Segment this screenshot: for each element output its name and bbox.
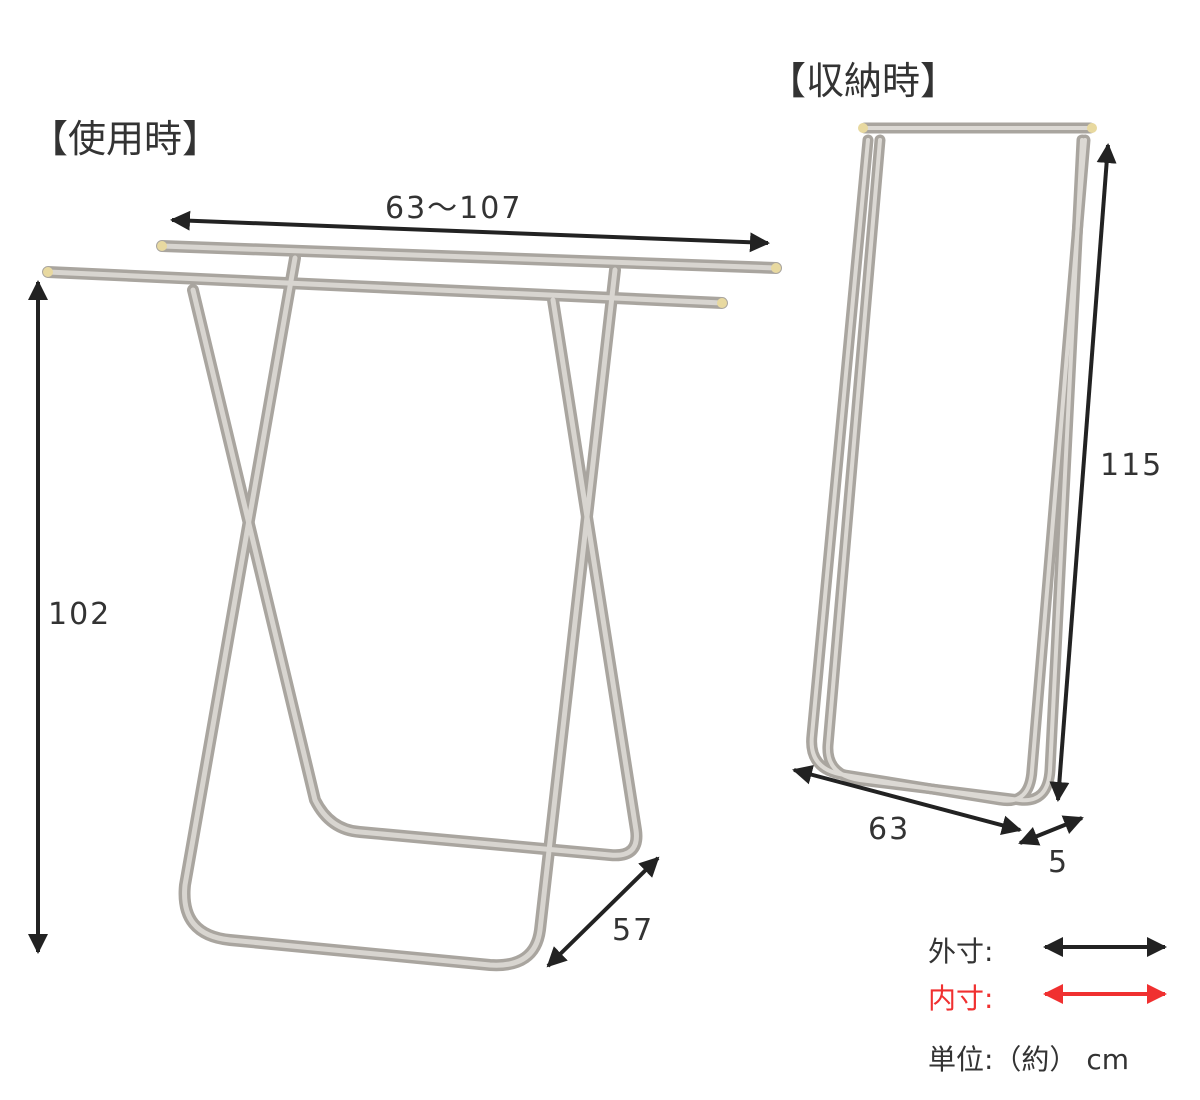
stored-width-arrow — [792, 764, 1022, 836]
end-cap — [858, 123, 868, 133]
height-label: 102 — [48, 597, 112, 632]
unit-label: 単位:（約） cm — [928, 1043, 1130, 1076]
depth-arrow — [546, 856, 660, 968]
end-cap — [1087, 123, 1097, 133]
rack-in-use — [42, 240, 782, 972]
legend-outer-label: 外寸: — [928, 935, 994, 968]
title-stored: 【収納時】 — [768, 59, 959, 103]
stored-depth-arrow — [1018, 815, 1084, 846]
width-label: 63〜107 — [385, 191, 523, 226]
legend-inner-label: 内寸: — [928, 982, 994, 1015]
stored-depth-label: 5 — [1048, 845, 1070, 880]
end-cap — [717, 298, 727, 308]
rack-stored — [806, 122, 1097, 807]
stored-height-label: 115 — [1100, 448, 1164, 483]
dimension-arrows — [28, 143, 1167, 1004]
stored-width-label: 63 — [868, 812, 911, 847]
end-cap — [771, 263, 781, 273]
end-cap — [43, 267, 53, 277]
depth-label: 57 — [612, 913, 655, 948]
title-in-use: 【使用時】 — [30, 117, 221, 161]
end-cap — [157, 241, 167, 251]
stored-height-arrow — [1049, 143, 1117, 802]
width-arrow — [170, 210, 770, 253]
